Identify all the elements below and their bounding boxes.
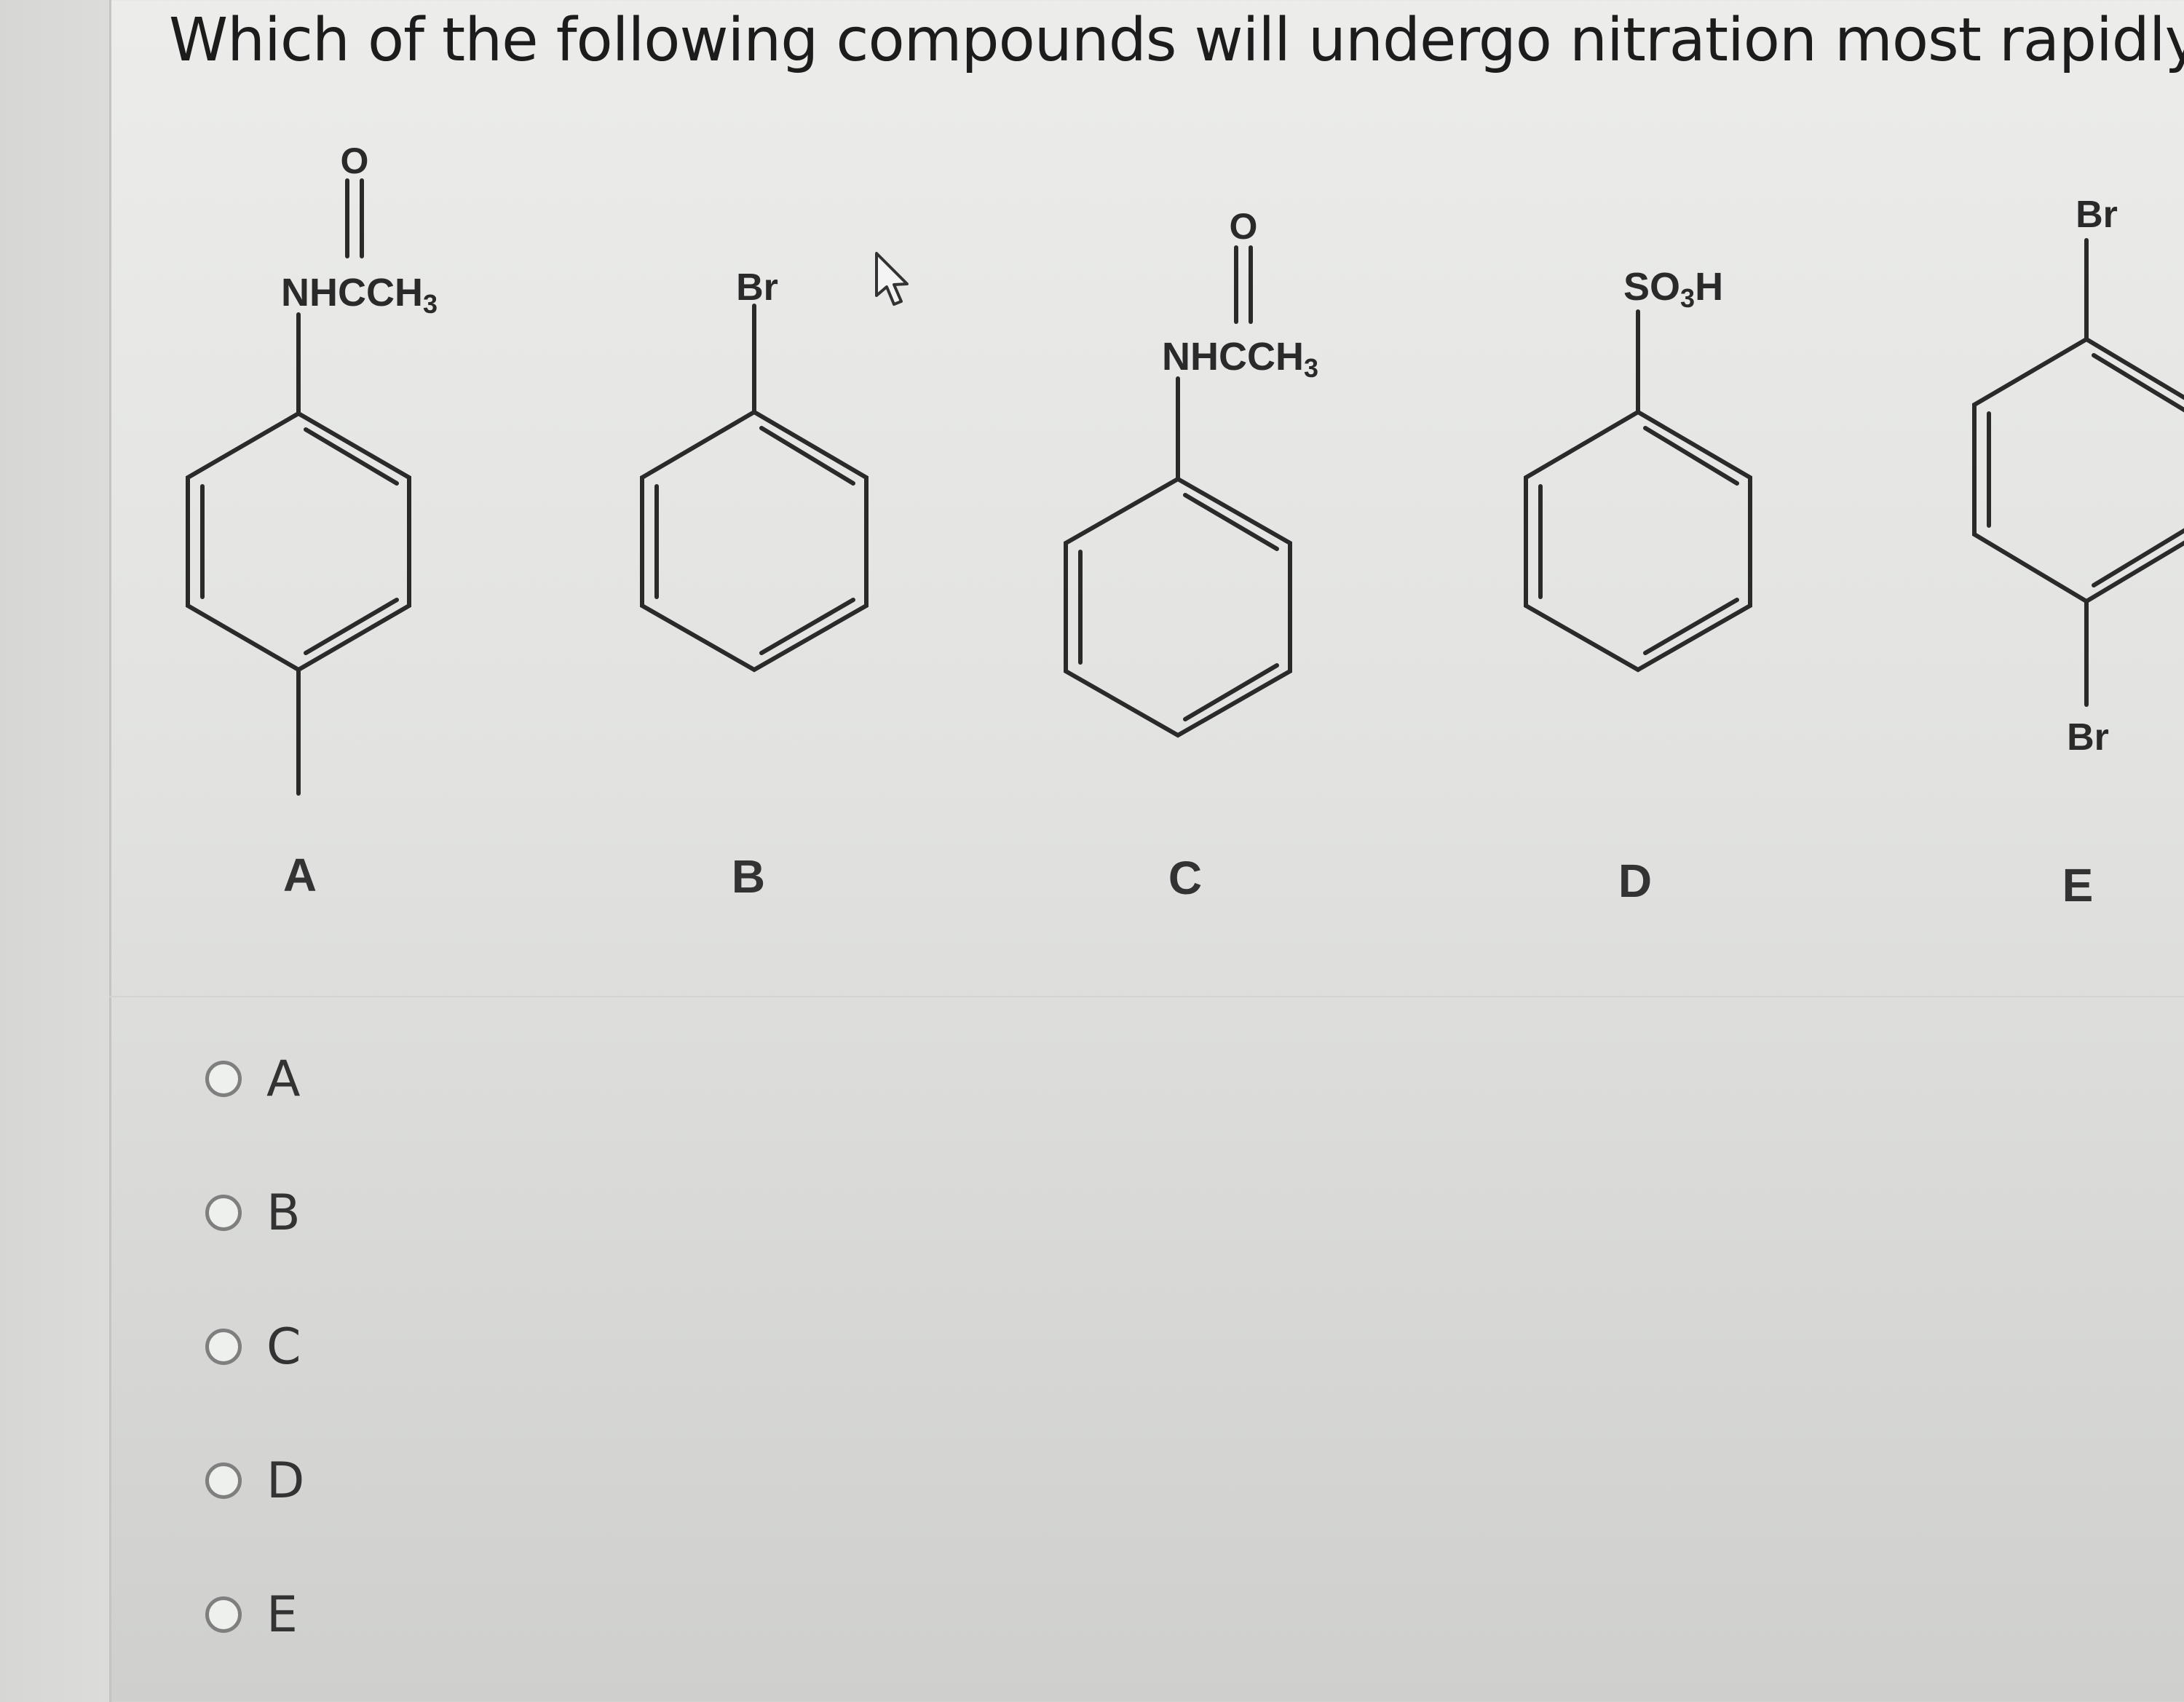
compound-b-structure xyxy=(640,304,869,673)
left-gutter xyxy=(0,0,111,1702)
option-d[interactable]: D xyxy=(205,1414,304,1548)
divider xyxy=(109,996,2184,997)
option-c-label: C xyxy=(266,1318,301,1376)
compound-c-carbonyl-o: O xyxy=(1230,206,1258,247)
radio-button-c[interactable] xyxy=(205,1329,242,1365)
compound-d-structure xyxy=(1524,309,1752,673)
compound-e-structure xyxy=(1972,238,2184,707)
radio-button-d[interactable] xyxy=(205,1462,242,1499)
compound-d-top-group: SO3H xyxy=(1623,265,1723,313)
compound-e-bottom-group: Br xyxy=(2067,716,2109,759)
compound-e-label: E xyxy=(2062,859,2094,911)
structures-figure: O NHCCH3 Br O NHCCH3 SO3H Br Br A B C D … xyxy=(186,140,2184,911)
compound-c-top-group: NHCCH3 xyxy=(1162,335,1318,383)
radio-button-b[interactable] xyxy=(205,1195,242,1231)
compound-d-label: D xyxy=(1618,855,1652,907)
compound-c-label: C xyxy=(1168,852,1202,904)
compound-e-top-group: Br xyxy=(2076,194,2118,236)
option-b-label: B xyxy=(266,1184,301,1242)
option-b[interactable]: B xyxy=(205,1146,304,1280)
question-text: Which of the following compounds will un… xyxy=(169,6,2184,75)
answer-options: A B C D E xyxy=(205,1012,304,1682)
option-a-label: A xyxy=(266,1050,301,1108)
compound-a-carbonyl-o: O xyxy=(341,140,369,181)
option-d-label: D xyxy=(266,1452,305,1510)
option-a[interactable]: A xyxy=(205,1012,304,1146)
compound-a-label: A xyxy=(283,849,317,901)
option-e[interactable]: E xyxy=(205,1548,304,1682)
compound-a-structure xyxy=(186,178,411,796)
compound-a-top-group: NHCCH3 xyxy=(281,271,438,319)
compound-c-structure xyxy=(1064,245,1292,738)
compound-b-label: B xyxy=(732,850,765,903)
radio-button-e[interactable] xyxy=(205,1596,242,1633)
mouse-pointer-icon xyxy=(875,252,909,306)
option-e-label: E xyxy=(266,1586,298,1644)
option-c[interactable]: C xyxy=(205,1280,304,1414)
radio-button-a[interactable] xyxy=(205,1061,242,1097)
compound-b-top-group: Br xyxy=(736,266,778,309)
